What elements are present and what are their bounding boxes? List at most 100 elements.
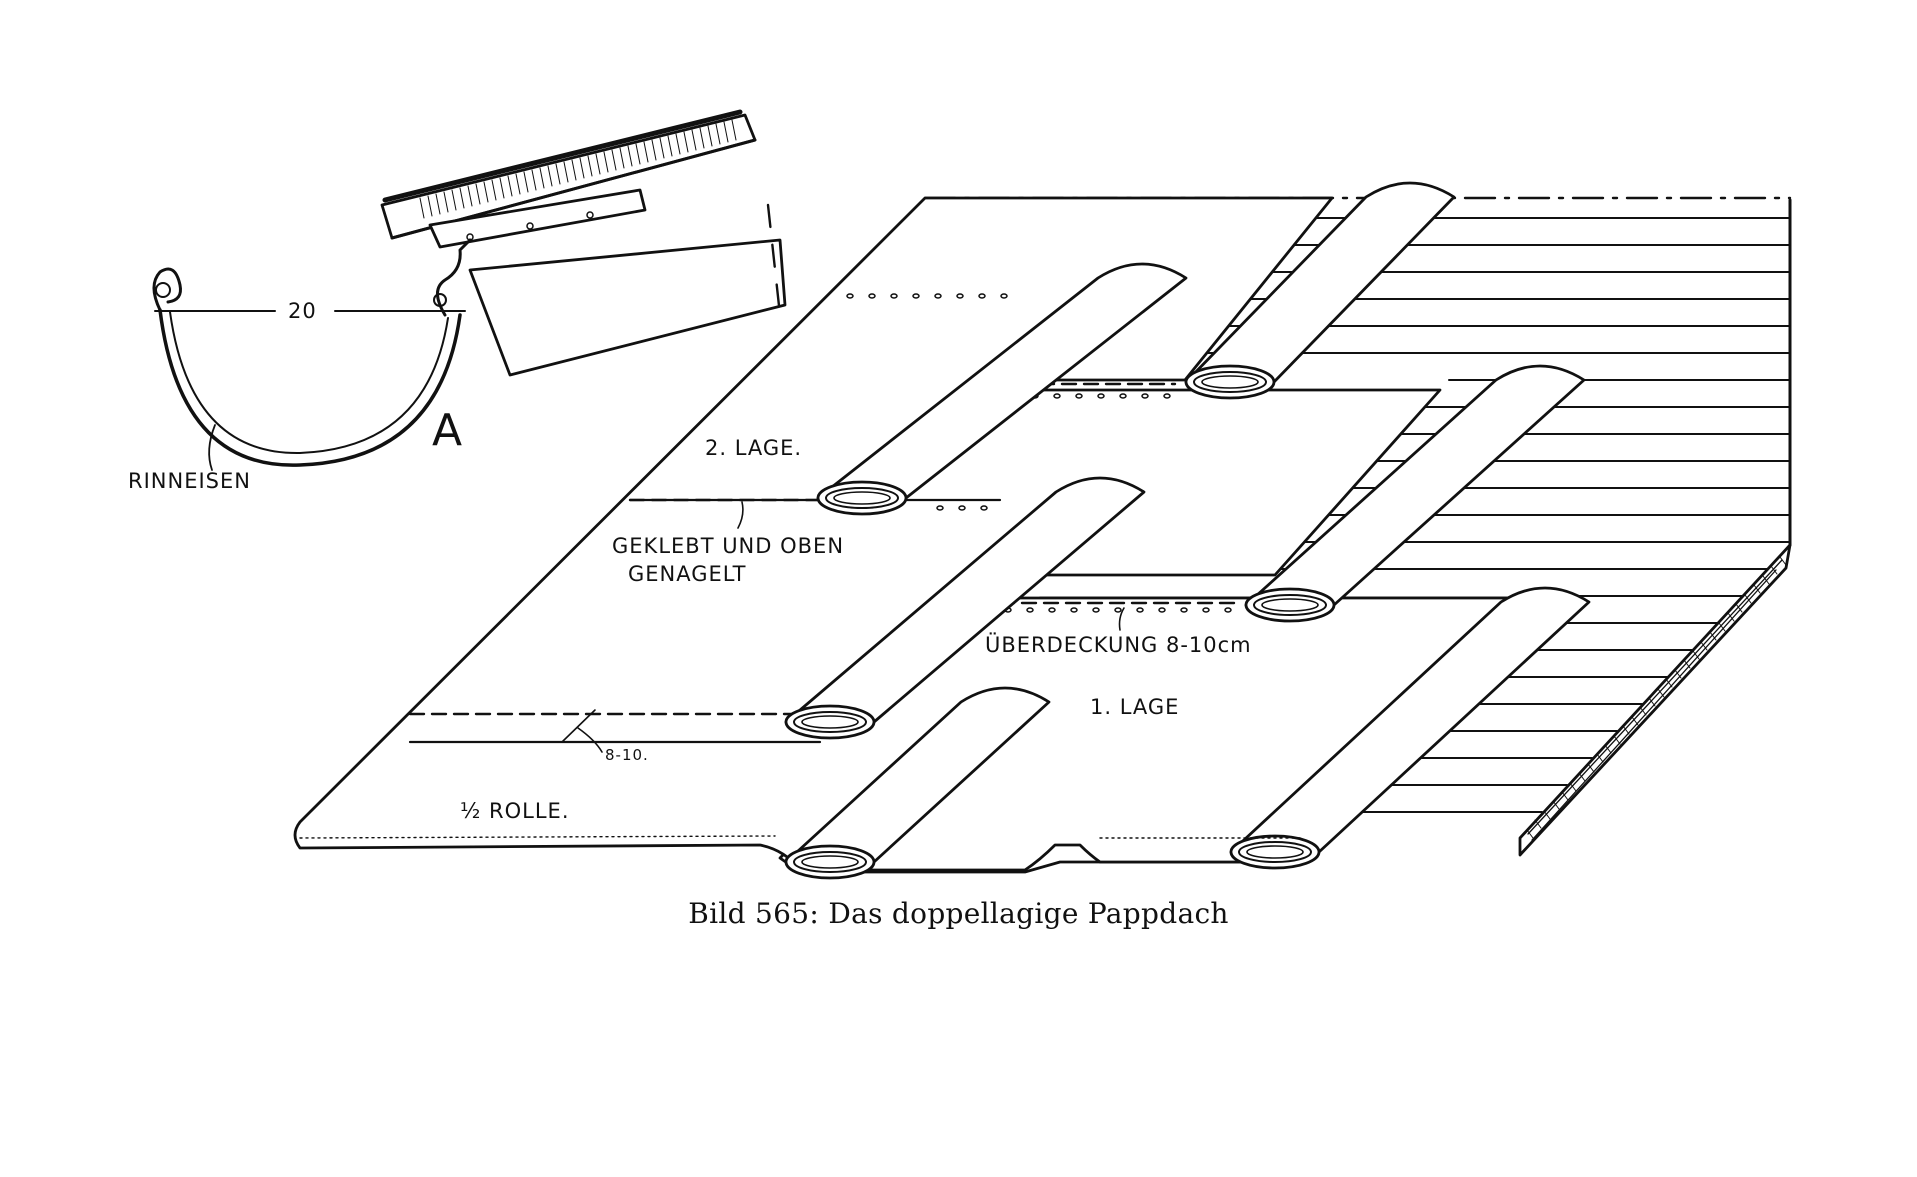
roll-end bbox=[1244, 587, 1336, 623]
edge-hatch-mark bbox=[1762, 575, 1770, 585]
wood-grain-line bbox=[643, 141, 649, 163]
edge-hatch-mark bbox=[1692, 650, 1700, 660]
gutter-iron-label: RINNEISEN bbox=[128, 469, 251, 493]
wood-grain-line bbox=[563, 161, 569, 183]
nail-hole bbox=[1075, 393, 1083, 399]
edge-hatch-mark bbox=[1534, 819, 1542, 829]
wood-grain-line bbox=[451, 189, 457, 211]
edge-hatch-mark bbox=[1674, 669, 1682, 679]
wood-grain-line bbox=[651, 139, 657, 161]
edge-hatch-mark bbox=[1578, 772, 1586, 782]
wood-grain-line bbox=[555, 163, 561, 185]
roof-labels: 2. LAGE. GEKLEBT UND OBEN GENAGELT ÜBERD… bbox=[460, 436, 1252, 823]
wood-grain-line bbox=[723, 121, 729, 143]
nail-hole bbox=[1136, 607, 1144, 613]
roll-body bbox=[784, 686, 1051, 864]
gutter-detail: 20 A RINNEISEN bbox=[128, 109, 787, 493]
nail-holes bbox=[846, 293, 1232, 613]
wood-grain-line bbox=[443, 191, 449, 213]
edge-hatch-mark bbox=[1552, 800, 1560, 810]
wood-grain-line bbox=[523, 171, 529, 193]
edge-hatch-mark bbox=[1770, 565, 1778, 575]
edge-hatch-mark bbox=[1543, 810, 1551, 820]
edge-hatch-mark bbox=[1596, 753, 1604, 763]
wood-grain-line bbox=[603, 151, 609, 173]
wood-grain-line bbox=[707, 125, 713, 147]
edge-hatch-mark bbox=[1526, 829, 1534, 839]
edge-hatch-mark bbox=[1718, 622, 1726, 632]
edge-hatch-mark bbox=[1665, 678, 1673, 688]
wood-grain-line bbox=[539, 167, 545, 189]
second-layer-label: 2. LAGE. bbox=[705, 436, 802, 460]
wood-grain-line bbox=[691, 129, 697, 151]
edge-hatch-mark bbox=[1700, 641, 1708, 651]
nail-hole bbox=[1070, 607, 1078, 613]
wood-grain-line bbox=[731, 119, 737, 141]
roll-spiral bbox=[1193, 371, 1267, 393]
edge-hatch-mark bbox=[1613, 735, 1621, 745]
wood-grain-line bbox=[619, 147, 625, 169]
nail-hole bbox=[1000, 293, 1008, 299]
nail-hole bbox=[890, 293, 898, 299]
wood-grain-line bbox=[499, 177, 505, 199]
wood-grain-line bbox=[459, 187, 465, 209]
edge-hatch-mark bbox=[1779, 556, 1787, 566]
wood-grain-line bbox=[683, 131, 689, 153]
roll-spiral bbox=[793, 851, 867, 873]
wood-grain-line bbox=[547, 165, 553, 187]
wood-grain-line bbox=[419, 197, 425, 219]
edge-hatch-mark bbox=[1587, 763, 1595, 773]
paper-roll bbox=[1229, 586, 1591, 870]
nail-hole bbox=[912, 293, 920, 299]
paper-roll bbox=[784, 686, 1051, 880]
roll-spiral bbox=[801, 715, 859, 729]
nail-hole bbox=[978, 293, 986, 299]
nail-hole bbox=[956, 293, 964, 299]
nail-hole bbox=[846, 293, 854, 299]
nail-hole bbox=[936, 505, 944, 511]
wood-grain-line bbox=[515, 173, 521, 195]
nail-hole bbox=[868, 293, 876, 299]
figure-caption: Bild 565: Das doppellagige Pappdach bbox=[688, 897, 1229, 930]
edge-hatch-mark bbox=[1735, 603, 1743, 613]
roll-end bbox=[784, 844, 876, 880]
wood-grain-line bbox=[611, 149, 617, 171]
gutter-width-label: 20 bbox=[288, 299, 317, 323]
nail-hole bbox=[1158, 607, 1166, 613]
roll-end bbox=[784, 704, 876, 740]
roll-spiral bbox=[1261, 598, 1319, 612]
roll-body bbox=[816, 262, 1188, 500]
nail-hole bbox=[1141, 393, 1149, 399]
wood-grain-line bbox=[715, 123, 721, 145]
roll-body bbox=[784, 476, 1146, 724]
sheet-bottom-edge bbox=[299, 835, 1301, 839]
paper-roll bbox=[816, 262, 1188, 516]
roll-spiral bbox=[1238, 841, 1312, 863]
first-layer-label: 1. LAGE bbox=[1090, 695, 1179, 719]
roll-body bbox=[1184, 181, 1456, 384]
nail-hole bbox=[1053, 393, 1061, 399]
nail-hole bbox=[1114, 607, 1122, 613]
wood-grain-line bbox=[635, 143, 641, 165]
roll-end bbox=[1229, 834, 1321, 870]
roll-spiral bbox=[801, 855, 859, 869]
edge-hatch-mark bbox=[1683, 659, 1691, 669]
wood-grain-line bbox=[475, 183, 481, 205]
wood-grain-line bbox=[699, 127, 705, 149]
overlap-label: ÜBERDECKUNG 8-10cm bbox=[985, 632, 1252, 657]
edge-hatch-mark bbox=[1569, 782, 1577, 792]
wood-grain-line bbox=[587, 155, 593, 177]
edge-hatch-mark bbox=[1639, 706, 1647, 716]
edge-hatch-mark bbox=[1561, 791, 1569, 801]
wood-grain-line bbox=[435, 193, 441, 215]
nail-hole bbox=[1202, 607, 1210, 613]
wood-grain-line bbox=[627, 145, 633, 167]
half-roll-label: ½ ROLLE. bbox=[460, 799, 570, 823]
wood-grain-line bbox=[483, 181, 489, 203]
nail-hole bbox=[1026, 607, 1034, 613]
roll-spiral bbox=[1201, 375, 1259, 389]
wood-grain-line bbox=[579, 157, 585, 179]
nail-hole bbox=[958, 505, 966, 511]
wood-grain-line bbox=[659, 137, 665, 159]
